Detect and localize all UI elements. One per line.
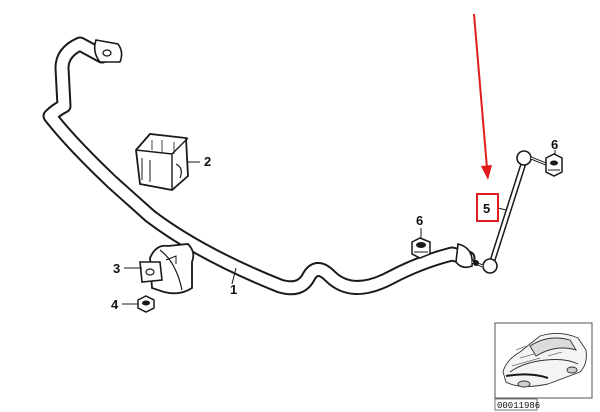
stabilizer-bar[interactable] bbox=[42, 36, 476, 296]
self-locking-nut-upper[interactable] bbox=[545, 153, 563, 177]
red-arrow-indicator bbox=[473, 13, 492, 180]
callout-6-upper: 6 bbox=[551, 137, 558, 152]
self-locking-nut-lower[interactable] bbox=[411, 237, 431, 259]
callout-5-highlight: 5 bbox=[476, 193, 499, 222]
bar-end-eye bbox=[93, 39, 123, 63]
callout-3: 3 bbox=[113, 261, 120, 276]
stabilizer-link[interactable] bbox=[471, 150, 547, 274]
car-icon bbox=[502, 333, 587, 388]
callout-2: 2 bbox=[204, 154, 211, 169]
hex-nut[interactable] bbox=[137, 295, 155, 313]
vehicle-location-thumbnail bbox=[494, 322, 593, 399]
callout-5: 5 bbox=[483, 201, 490, 216]
bracket[interactable] bbox=[139, 243, 195, 295]
bar-link-eye bbox=[455, 243, 474, 269]
reference-box bbox=[494, 398, 538, 411]
rubber-mount[interactable] bbox=[135, 133, 189, 191]
reference-number: 00011986 bbox=[497, 401, 540, 411]
callout-4: 4 bbox=[111, 297, 119, 312]
leader-lines bbox=[122, 150, 556, 305]
callout-1: 1 bbox=[230, 282, 237, 297]
callout-6-lower: 6 bbox=[416, 213, 423, 228]
